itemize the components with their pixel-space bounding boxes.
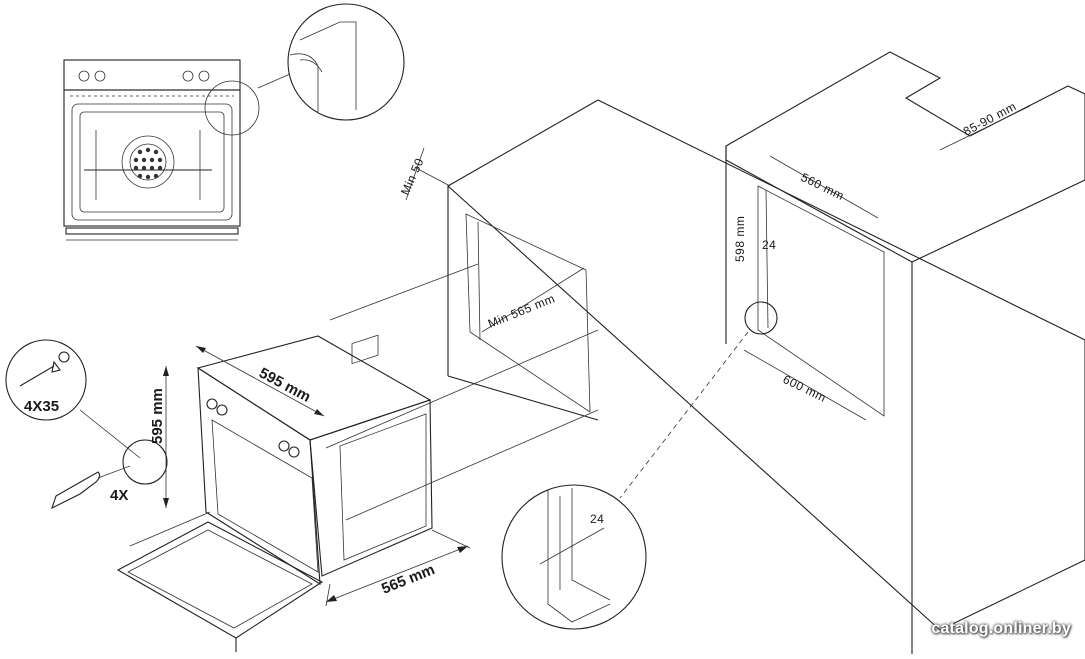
detail-circle-bottom (501, 484, 647, 630)
screw-size-label: 4X35 (24, 398, 59, 415)
oven-unit (116, 334, 433, 652)
watermark: catalog.onliner.by (931, 620, 1071, 637)
cabinet-center (325, 99, 1085, 631)
detail-circle-top (257, 3, 405, 121)
oven-depth-label: 565 mm (379, 561, 437, 598)
min-gap-top-label: Min 50 (398, 156, 427, 197)
niche-height-label: 598 mm (733, 216, 747, 262)
oven-height-label: 595 mm (149, 388, 166, 444)
screw-callout (5, 339, 168, 510)
niche-width-label: 560 mm (799, 170, 847, 203)
oven-front-view (63, 59, 260, 241)
niche-depth-label: 600 mm (781, 372, 829, 405)
oven-dimensions (129, 345, 471, 607)
oven-fan-grid (133, 147, 163, 180)
detail-offset-label: 24 (590, 512, 604, 526)
screw-count-label: 4X (110, 487, 128, 504)
vent-range-label: 85-90 mm (961, 99, 1019, 139)
panel-offset-label: 24 (762, 238, 776, 252)
min-depth-label: Min 565 mm (486, 291, 557, 331)
oven-width-label: 595 mm (256, 365, 313, 406)
cabinet-right (619, 51, 1085, 654)
